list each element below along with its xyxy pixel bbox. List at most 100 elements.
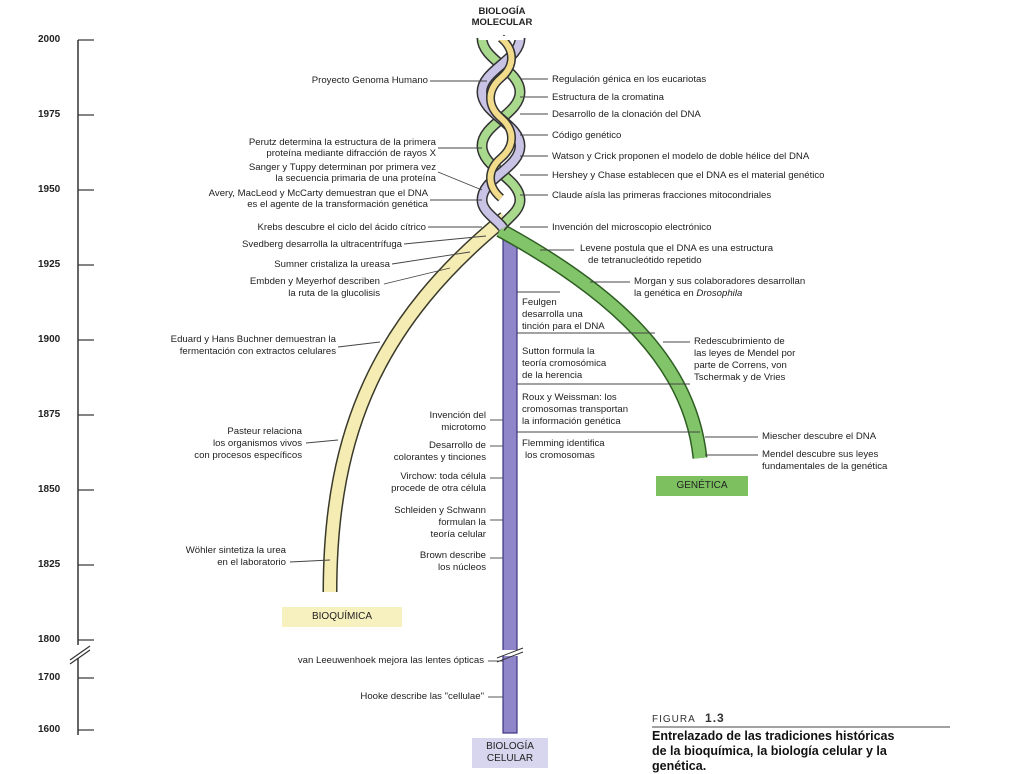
molecular-biology-helix	[476, 34, 526, 232]
event-label: fundamentales de la genética	[762, 461, 888, 472]
event-label: Redescubrimiento de	[694, 336, 785, 347]
event-label: Morgan y sus colaboradores desarrollan	[634, 276, 806, 287]
year-label: 1700	[38, 672, 61, 683]
cellbio-branch-label: BIOLOGÍA CELULAR	[472, 741, 548, 765]
event-label: los cromosomas	[525, 450, 595, 461]
caption-line2: de la bioquímica, la biología celular y …	[652, 744, 887, 758]
event-label: Roux y Weissman: los	[522, 392, 617, 403]
event-label: Watson y Crick proponen el modelo de dob…	[552, 151, 810, 162]
caption-line1: Entrelazado de las tradiciones histórica…	[652, 729, 895, 743]
event-label: Miescher descubre el DNA	[762, 431, 877, 442]
event-label: procede de otra célula	[391, 483, 486, 494]
event-label: Svedberg desarrolla la ultracentrífuga	[242, 239, 402, 250]
event-label: Proyecto Genoma Humano	[311, 75, 428, 86]
event-label: Eduard y Hans Buchner demuestran la	[170, 334, 336, 345]
axis-ticks	[78, 39, 94, 731]
event-label: Hershey y Chase establecen que el DNA es…	[552, 170, 825, 181]
event-label: Feulgen	[522, 297, 557, 308]
biochem-label-plate	[282, 607, 402, 627]
event-label: desarrolla una	[522, 309, 583, 320]
event-label: Perutz determina la estructura de la pri…	[248, 137, 436, 148]
event-label: cromosomas transportan	[522, 404, 629, 415]
event-label: los núcleos	[438, 562, 486, 573]
event-label: Avery, MacLeod y McCarty demuestran que …	[208, 188, 428, 199]
figure-caption-title: Entrelazado de las tradiciones histórica…	[652, 729, 894, 774]
event-label: Brown describe	[419, 550, 486, 561]
event-label: Hooke describe las "cellulae"	[360, 691, 484, 702]
cellbio-label-line2: CELULAR	[486, 753, 534, 764]
event-label: parte de Correns, von	[694, 360, 787, 371]
title-line2: MOLECULAR	[471, 17, 533, 28]
year-label: 1925	[38, 259, 61, 270]
genetics-branch-label: GENÉTICA	[676, 480, 728, 491]
event-label: proteína mediante difracción de rayos X	[266, 148, 436, 159]
event-label: los organismos vivos	[212, 438, 302, 449]
event-label: Flemming identifica	[522, 438, 605, 449]
event-label: la genética en Drosophila	[634, 288, 742, 299]
title-line1: BIOLOGÍA	[478, 6, 526, 17]
figure-caption-number: FIGURA 1.3	[652, 711, 725, 725]
molecular-biology-title: BIOLOGÍA MOLECULAR	[450, 6, 554, 28]
event-label: Desarrollo de	[428, 440, 486, 451]
event-label: la información genética	[522, 416, 621, 427]
event-label: Sumner cristaliza la ureasa	[274, 259, 390, 270]
axis-break-mark	[69, 645, 91, 661]
cellbio-label-line1: BIOLOGÍA	[486, 741, 534, 752]
event-label: las leyes de Mendel por	[694, 348, 796, 359]
year-label: 1600	[38, 724, 61, 735]
leader-lines	[289, 78, 758, 698]
event-label: Sanger y Tuppy determinan por primera ve…	[248, 162, 436, 173]
year-label: 1875	[38, 409, 61, 420]
event-label: la ruta de la glucolisis	[288, 288, 380, 299]
event-label: teoría celular	[430, 529, 486, 540]
event-label: en el laboratorio	[217, 557, 286, 568]
event-label: microtomo	[441, 422, 486, 433]
event-label: van Leeuwenhoek mejora las lentes óptica…	[297, 655, 484, 666]
event-label: de la herencia	[522, 370, 583, 381]
year-label: 1800	[38, 634, 61, 645]
event-label-text: la genética en	[634, 288, 694, 299]
biochem-branch-label: BIOQUÍMICA	[311, 611, 372, 622]
event-label-italic: Drosophila	[696, 288, 743, 299]
event-label: fermentación con extractos celulares	[179, 346, 336, 357]
cellbio-break-mark	[496, 651, 524, 663]
axis-break-mark	[69, 649, 91, 665]
event-label: Claude aísla las primeras fracciones mit…	[552, 190, 772, 201]
genetics-label-plate	[656, 476, 748, 496]
cellbio-break-mark	[496, 647, 524, 659]
year-label: 1825	[38, 559, 61, 570]
event-label: Regulación génica en los eucariotas	[552, 74, 707, 85]
figure-label: FIGURA	[652, 714, 696, 725]
year-label: 1850	[38, 484, 61, 495]
event-label: Virchow: toda célula	[400, 471, 486, 482]
year-label: 1950	[38, 184, 61, 195]
event-label: Invención del microscopio electrónico	[552, 222, 712, 233]
event-label: Código genético	[552, 130, 622, 141]
event-label: tinción para el DNA	[522, 321, 605, 332]
event-label: con procesos específicos	[194, 450, 302, 461]
caption-line3: genética.	[652, 759, 707, 773]
event-label: Wöhler sintetiza la urea	[185, 545, 286, 556]
year-label: 1900	[38, 334, 61, 345]
event-label: Pasteur relaciona	[227, 426, 302, 437]
figure-number: 1.3	[705, 711, 725, 725]
event-label: formulan la	[438, 517, 486, 528]
event-label: Sutton formula la	[522, 346, 595, 357]
event-label: Tschermak y de Vries	[694, 372, 786, 383]
event-label: Embden y Meyerhof describen	[249, 276, 380, 287]
event-label: Krebs descubre el ciclo del ácido cítric…	[257, 222, 426, 233]
event-label: es el agente de la transformación genéti…	[247, 199, 428, 210]
event-label: teoría cromosómica	[522, 358, 607, 369]
event-label: Mendel descubre sus leyes	[762, 449, 879, 460]
event-label: la secuencia primaria de una proteína	[275, 173, 436, 184]
event-label: Schleiden y Schwann	[394, 505, 486, 516]
event-label: Desarrollo de la clonación del DNA	[552, 109, 701, 120]
event-label: colorantes y tinciones	[393, 452, 486, 463]
event-label: Levene postula que el DNA es una estruct…	[580, 243, 774, 254]
event-label: de tetranucleótido repetido	[588, 255, 702, 266]
year-label: 1975	[38, 109, 61, 120]
year-label: 2000	[38, 34, 61, 45]
cellbio-label-plate	[472, 738, 548, 768]
